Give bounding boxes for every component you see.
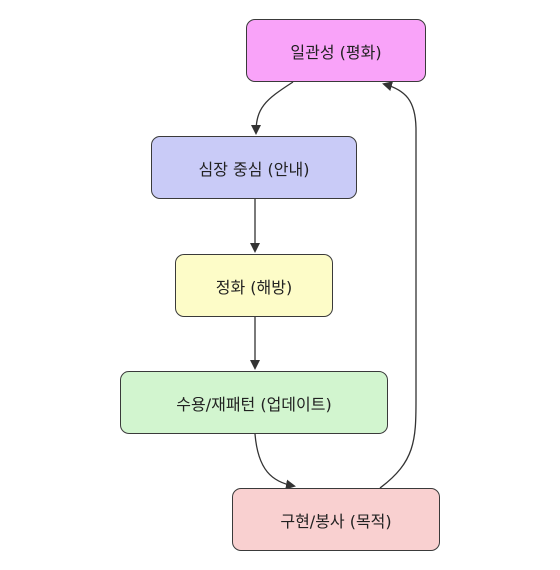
node-purification-label: 정화 (해방) <box>215 277 293 297</box>
node-heart-center-label: 심장 중심 (안내) <box>198 159 310 179</box>
node-acceptance-label: 수용/재패턴 (업데이트) <box>176 394 332 414</box>
node-embodiment-label: 구현/봉사 (목적) <box>280 511 392 531</box>
edge-coherence-to-heart-center <box>251 81 294 135</box>
node-purification: 정화 (해방) <box>175 254 333 317</box>
edge-acceptance-to-embodiment <box>254 433 296 490</box>
node-heart-center: 심장 중심 (안내) <box>151 136 357 199</box>
node-acceptance: 수용/재패턴 (업데이트) <box>120 371 388 434</box>
node-coherence-label: 일관성 (평화) <box>290 42 382 62</box>
node-embodiment: 구현/봉사 (목적) <box>232 488 440 551</box>
node-coherence: 일관성 (평화) <box>246 19 426 82</box>
edge-embodiment-to-coherence <box>379 81 417 489</box>
